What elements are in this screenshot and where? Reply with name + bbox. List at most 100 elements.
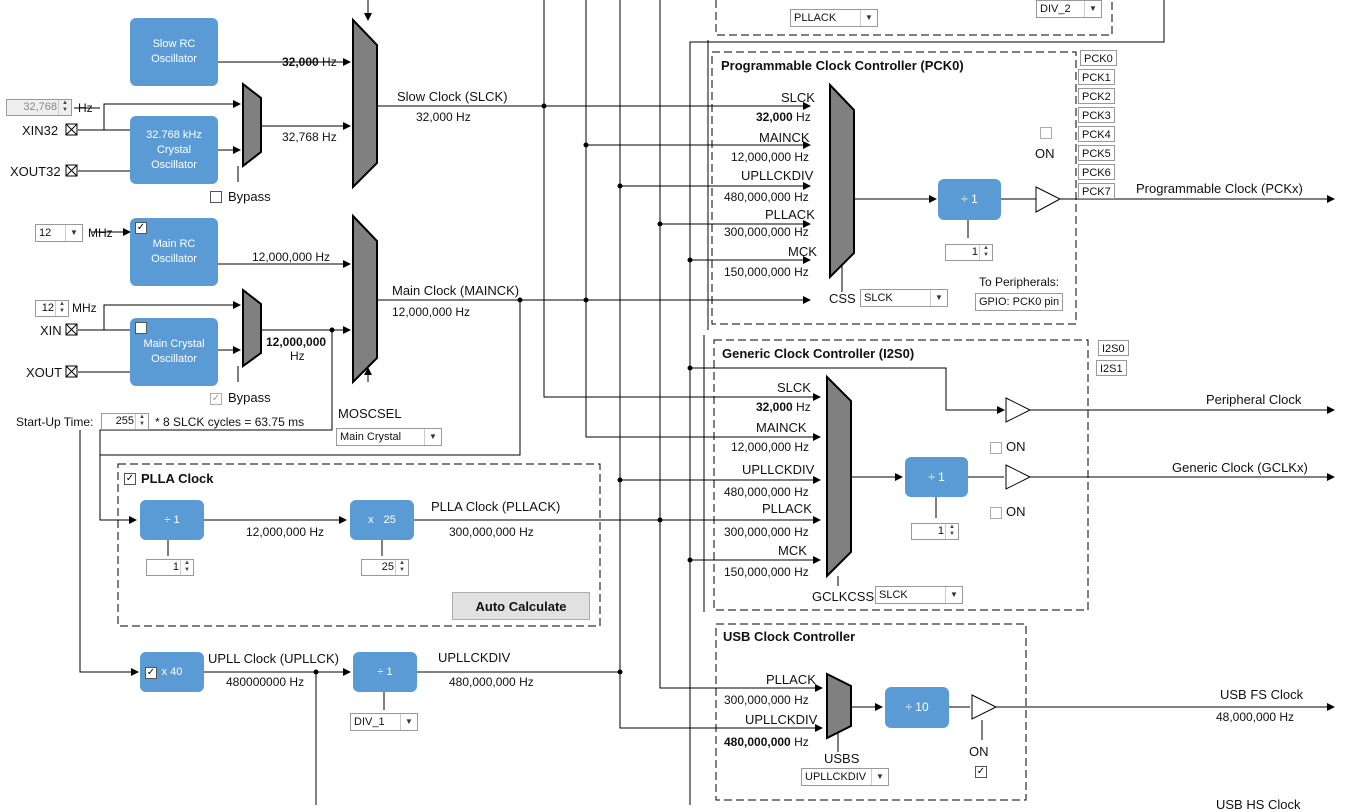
periph-on-checkbox[interactable] <box>990 442 1002 454</box>
pck-in-mainck: MAINCK <box>759 130 810 145</box>
main-rc-freq-select[interactable]: 12▼ <box>35 224 83 242</box>
upll-divider[interactable]: ÷ 1 <box>353 652 417 692</box>
tab-pck2[interactable]: PCK2 <box>1078 88 1115 104</box>
main-clock-label: Main Clock (MAINCK) <box>392 283 520 298</box>
usb-panel-border <box>715 623 1027 801</box>
main-rc-label-2: Oscillator <box>151 253 197 265</box>
gclk-divider[interactable]: ÷ 1 <box>905 457 968 497</box>
pck-on-label: ON <box>1035 146 1055 161</box>
main-xtal-unit: MHz <box>72 301 97 315</box>
pck-in-pllack: PLLACK <box>765 207 815 222</box>
tab-pck3[interactable]: PCK3 <box>1078 107 1115 123</box>
plla-clock-label: PLLA Clock (PLLACK) <box>431 499 561 514</box>
main-xtal-enable-checkbox[interactable] <box>135 322 147 334</box>
pck-on-checkbox[interactable] <box>1040 127 1052 139</box>
gclk-title: Generic Clock Controller (I2S0) <box>722 346 915 361</box>
main-rc-enable-checkbox[interactable]: ✓ <box>135 222 147 234</box>
usb-in-pllack-freq: 300,000,000 Hz <box>724 693 809 707</box>
plla-divider[interactable]: ÷ 1 <box>140 500 204 540</box>
gclk-in-slck-freq: 32,000 Hz <box>756 400 811 414</box>
main-rc-label-1: Main RC <box>152 238 196 250</box>
main-xtal-freq-spinner[interactable]: 12▲▼ <box>35 300 69 317</box>
plla-div-spinner[interactable]: 1▲▼ <box>146 559 194 576</box>
usb-fs-clock-label: USB FS Clock <box>1220 687 1304 702</box>
slow-bypass-checkbox[interactable] <box>210 191 222 203</box>
tab-pck5[interactable]: PCK5 <box>1078 145 1115 161</box>
main-xtal-freq: 12,000,000 <box>266 335 327 349</box>
pck-divider[interactable]: ÷ 1 <box>938 179 1001 220</box>
plla-mul-spinner[interactable]: 25▲▼ <box>361 559 409 576</box>
tab-pck4[interactable]: PCK4 <box>1078 126 1115 142</box>
main-clock-mux <box>352 213 378 385</box>
main-bypass-label: Bypass <box>228 390 271 405</box>
usbs-select[interactable]: UPLLCKDIV▼ <box>801 768 889 786</box>
upll-clock-freq: 480000000 Hz <box>226 675 305 689</box>
gclk-div-spinner[interactable]: 1▲▼ <box>911 523 959 540</box>
usb-hs-clock-label: USB HS Clock <box>1216 797 1301 812</box>
usbs-label: USBS <box>824 751 860 766</box>
top-select-right[interactable]: DIV_2▼ <box>1036 0 1102 18</box>
upll-div-select[interactable]: DIV_1▼ <box>350 713 418 731</box>
slow-xtal-label-2: Crystal <box>156 143 192 156</box>
startup-spinner[interactable]: 255▲▼ <box>101 413 149 430</box>
usb-on-checkbox[interactable]: ✓ <box>975 766 987 778</box>
pck-in-mck-freq: 150,000,000 Hz <box>724 265 809 279</box>
generic-clock-label: Generic Clock (GCLKx) <box>1172 460 1308 475</box>
slow-rc-label-2: Oscillator <box>151 53 197 65</box>
tab-i2s0[interactable]: I2S0 <box>1098 340 1129 356</box>
gclk-in-upllckdiv-freq: 480,000,000 Hz <box>724 485 809 499</box>
pck-in-slck-freq: 32,000 Hz <box>756 110 811 124</box>
tab-i2s1[interactable]: I2S1 <box>1096 360 1127 376</box>
main-bypass-checkbox[interactable]: ✓ <box>210 393 222 405</box>
xout32-label: XOUT32 <box>10 164 61 179</box>
plla-enable-checkbox[interactable]: ✓ <box>124 473 136 485</box>
gclk-buffer <box>1005 464 1032 490</box>
slow-clock-mux <box>352 17 378 190</box>
gclk-on-checkbox[interactable] <box>990 507 1002 519</box>
slow-xtal-freq: 32,768 Hz <box>282 130 337 144</box>
slow-clock-label: Slow Clock (SLCK) <box>397 89 508 104</box>
slow-bypass-mux <box>242 81 262 169</box>
gclk-in-pllack-freq: 300,000,000 Hz <box>724 525 809 539</box>
tab-pck0[interactable]: PCK0 <box>1080 50 1117 66</box>
usb-in-upllckdiv-freq: 480,000,000 Hz <box>724 735 809 749</box>
usb-title: USB Clock Controller <box>723 629 856 644</box>
usb-in-upllckdiv: UPLLCKDIV <box>745 712 818 727</box>
moscsel-select[interactable]: Main Crystal▼ <box>336 428 442 446</box>
main-rc-freq: 12,000,000 Hz <box>252 250 331 264</box>
pck-css-select[interactable]: SLCK▼ <box>860 289 948 307</box>
pck-div-spinner[interactable]: 1▲▼ <box>945 244 993 261</box>
tab-pck1[interactable]: PCK1 <box>1078 69 1115 85</box>
moscsel-label: MOSCSEL <box>338 406 402 421</box>
startup-text: * 8 SLCK cycles = 63.75 ms <box>155 415 305 429</box>
upll-enable-checkbox[interactable]: ✓ <box>145 667 157 679</box>
slow-clock-freq: 32,000 Hz <box>416 110 471 124</box>
pck-in-pllack-freq: 300,000,000 Hz <box>724 225 809 239</box>
slow-xtal-freq-spinner[interactable]: 32,768▲▼ <box>6 99 72 116</box>
gclk-in-mainck-freq: 12,000,000 Hz <box>731 440 810 454</box>
upll-clock-label: UPLL Clock (UPLLCK) <box>208 651 340 666</box>
slow-rc-freq: 32,000 Hz <box>282 55 337 69</box>
periph-buffer <box>1005 397 1032 423</box>
gclk-css-label: GCLKCSS <box>812 589 875 604</box>
auto-calculate-button[interactable]: Auto Calculate <box>452 592 590 620</box>
gclk-css-select[interactable]: SLCK▼ <box>875 586 963 604</box>
main-xtal-hz: Hz <box>290 349 305 363</box>
tab-pck7[interactable]: PCK7 <box>1078 183 1115 199</box>
main-xtal-label-1: Main Crystal <box>143 338 205 350</box>
plla-in-freq: 12,000,000 Hz <box>246 525 325 539</box>
top-select-left[interactable]: PLLACK▼ <box>790 9 878 27</box>
pck-in-mck: MCK <box>788 244 817 259</box>
pck-panel-border <box>711 51 1077 325</box>
usb-divider[interactable]: ÷ 10 <box>885 687 949 728</box>
xin-label: XIN <box>40 323 62 338</box>
tab-pck6[interactable]: PCK6 <box>1078 164 1115 180</box>
gclk-in-upllckdiv: UPLLCKDIV <box>742 462 815 477</box>
xin32-label: XIN32 <box>22 123 59 138</box>
pck-periph-value: GPIO: PCK0 pin <box>975 293 1064 311</box>
main-xtal-label-2: Oscillator <box>151 353 197 365</box>
slow-bypass-label: Bypass <box>228 189 271 204</box>
